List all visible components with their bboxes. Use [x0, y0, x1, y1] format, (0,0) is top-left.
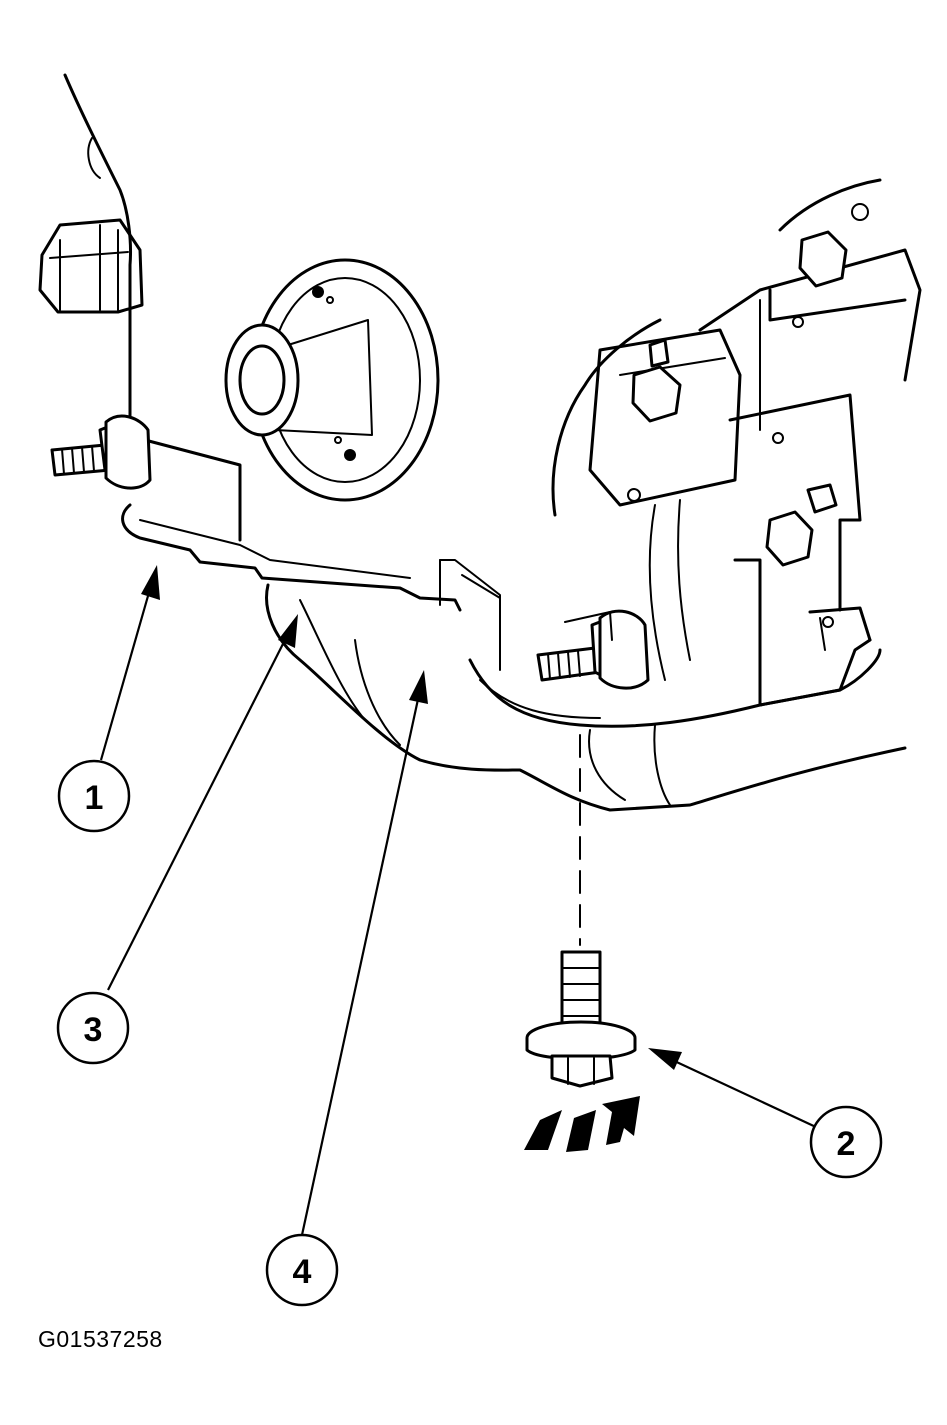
engine-block-left [38, 73, 144, 422]
crankshaft-pulley [224, 258, 440, 502]
callout-3-label: 3 [84, 1011, 103, 1049]
callout-2: 2 [809, 1105, 883, 1179]
callout-3: 3 [56, 991, 130, 1065]
stud-left [50, 414, 152, 490]
callout-1-label: 1 [85, 779, 104, 817]
engine-block-right [551, 178, 922, 707]
callout-4-label: 4 [293, 1253, 312, 1291]
leader-line-2 [648, 1048, 819, 1129]
leader-line-1 [99, 565, 160, 761]
tighten-rotation-arrow [524, 1096, 640, 1152]
oil-pan [265, 583, 907, 812]
leader-line-3 [107, 614, 298, 991]
callout-2-label: 2 [837, 1125, 856, 1163]
oil-pan-gasket [121, 438, 501, 671]
oil-pan-bolt [525, 734, 637, 1088]
leader-line-4 [300, 670, 428, 1236]
callout-4: 4 [265, 1233, 339, 1307]
stud-right [536, 609, 650, 690]
figure-code: G01537258 [38, 1326, 163, 1352]
callout-1: 1 [57, 759, 131, 833]
